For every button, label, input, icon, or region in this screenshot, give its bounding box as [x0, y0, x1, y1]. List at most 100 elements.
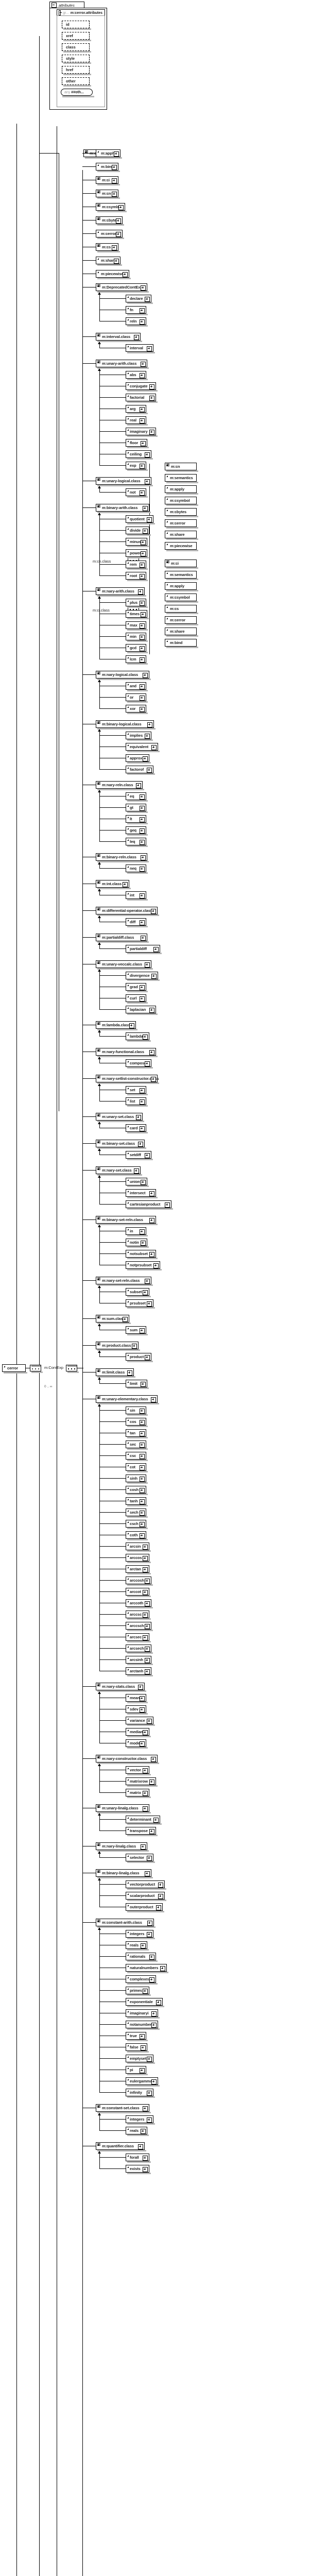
child-element-laplacian[interactable]: laplacian — [126, 1006, 156, 1013]
expand-icon[interactable] — [151, 909, 156, 914]
element-m-binary-linalg-class[interactable]: m:binary-linalg.class — [96, 1869, 152, 1877]
element-m-constant-set-class[interactable]: m:constant-set.class — [96, 2104, 149, 2112]
expand-icon[interactable] — [145, 1647, 150, 1652]
choice2-member-4[interactable]: m:cs — [165, 605, 197, 613]
element-m-binary-logical-class[interactable]: m:binary-logical.class — [96, 720, 154, 728]
expand-icon[interactable] — [140, 319, 145, 325]
expand-icon[interactable] — [151, 1757, 156, 1762]
expand-icon[interactable] — [149, 1050, 154, 1055]
child-element-emptyset[interactable]: emptyset — [126, 2055, 154, 2062]
attribute-id[interactable]: id — [62, 21, 90, 28]
root-element-cerror[interactable]: cerror — [2, 1364, 26, 1372]
child-element-integers[interactable]: integers — [126, 1930, 154, 1938]
choice2-member-7[interactable]: m:bind — [165, 639, 197, 647]
child-element-rationals[interactable]: rationals — [126, 1953, 156, 1960]
child-element-arcsec[interactable]: arcsec — [126, 1633, 149, 1641]
child-element-set[interactable]: set — [126, 1086, 146, 1094]
expand-icon[interactable] — [147, 346, 152, 351]
child-element-imaginaryi[interactable]: imaginaryi — [126, 2009, 158, 2017]
expand-icon[interactable] — [140, 1328, 145, 1333]
expand-icon[interactable] — [112, 178, 117, 183]
expand-icon[interactable] — [145, 1153, 150, 1158]
expand-icon[interactable] — [140, 308, 145, 313]
expand-icon[interactable] — [149, 384, 154, 389]
child-element-neq[interactable]: neq — [126, 865, 146, 872]
expand-icon[interactable] — [131, 1344, 137, 1349]
child-element-scalarproduct[interactable]: scalarproduct — [126, 1892, 165, 1900]
child-element-gcd[interactable]: gcd — [126, 644, 146, 652]
element-m-nary-arith-class[interactable]: m:nary-arith.class — [96, 587, 145, 595]
child-element-eulergamma[interactable]: eulergamma — [126, 2077, 158, 2085]
choice1-member-2[interactable]: m:apply — [165, 485, 197, 493]
expand-icon[interactable] — [145, 734, 150, 739]
expand-icon[interactable] — [142, 1567, 148, 1572]
expand-icon[interactable] — [140, 893, 145, 899]
expand-icon[interactable] — [136, 1115, 142, 1120]
expand-icon[interactable] — [140, 574, 145, 579]
expand-icon[interactable] — [114, 259, 119, 264]
expand-icon[interactable] — [138, 2144, 144, 2149]
expand-icon[interactable] — [140, 418, 145, 423]
expand-icon[interactable] — [140, 1707, 145, 1713]
child-element-matrix[interactable]: matrix — [126, 1789, 149, 1797]
element-m-sum-class[interactable]: m:sum.class — [96, 1315, 130, 1323]
child-element-quotient[interactable]: quotient — [126, 515, 154, 523]
group-collapse-icon[interactable] — [59, 10, 62, 15]
expand-icon[interactable] — [140, 1522, 145, 1527]
element-m-unary-elementary-class[interactable]: m:unary-elementary.class — [96, 1395, 158, 1403]
child-element-or[interactable]: or — [126, 693, 146, 701]
expand-icon[interactable] — [147, 768, 152, 773]
expand-icon[interactable] — [142, 2156, 148, 2161]
expand-icon[interactable] — [112, 165, 117, 170]
expand-icon[interactable] — [142, 1791, 148, 1796]
choice2-member-2[interactable]: m:apply — [165, 582, 197, 590]
expand-icon[interactable] — [153, 1818, 159, 1823]
element-m-unary-linalg-class[interactable]: m:unary-linalg.class — [96, 1804, 149, 1812]
choice2-member-0[interactable]: m:ci — [165, 560, 197, 567]
element-m-unary-veccalc-class[interactable]: m:unary-veccalc.class — [96, 960, 152, 968]
child-element-not[interactable]: not — [126, 488, 146, 496]
expand-icon[interactable] — [140, 1180, 146, 1185]
expand-icon[interactable] — [140, 1229, 145, 1234]
child-element-curl[interactable]: curl — [126, 994, 146, 1002]
child-element-compose[interactable]: compose — [126, 1059, 152, 1067]
child-element-arccsc[interactable]: arccsc — [126, 1611, 149, 1618]
expand-icon[interactable] — [138, 1142, 144, 1147]
expand-icon[interactable] — [140, 2034, 145, 2039]
expand-icon[interactable] — [112, 245, 117, 250]
element-m-nary-reln-class[interactable]: m:nary-reln.class — [96, 781, 143, 789]
element-m-csymbol[interactable]: m:csymbol — [96, 203, 125, 211]
attribute-style[interactable]: style — [62, 55, 90, 62]
child-element-in[interactable]: in — [126, 1227, 146, 1235]
element-m-binary-set-reln-class[interactable]: m:binary-set-reln.class — [96, 1216, 156, 1224]
child-element-csch[interactable]: csch — [126, 1520, 146, 1528]
element-m-nary-set-class[interactable]: m:nary-set.class — [96, 1166, 141, 1174]
child-element-arctan[interactable]: arctan — [126, 1565, 149, 1573]
expand-icon[interactable] — [142, 1989, 148, 1994]
child-element-limit[interactable]: limit — [126, 1380, 147, 1387]
child-element-reals[interactable]: reals — [126, 1941, 147, 1949]
element-m-unary-logical-class[interactable]: m:unary-logical.class — [96, 477, 152, 485]
child-element-cot[interactable]: cot — [126, 1463, 146, 1471]
expand-icon[interactable] — [140, 840, 145, 845]
expand-icon[interactable] — [147, 2057, 152, 2062]
child-element-arccsch[interactable]: arccsch — [126, 1622, 152, 1630]
expand-icon[interactable] — [140, 1741, 145, 1747]
expand-icon[interactable] — [140, 817, 145, 822]
expand-icon[interactable] — [142, 1035, 148, 1040]
expand-icon[interactable] — [140, 794, 145, 800]
child-element-notsubset[interactable]: notsubset — [126, 1250, 156, 1258]
expand-icon[interactable] — [142, 1556, 148, 1561]
child-element-mean[interactable]: mean — [126, 1694, 146, 1702]
expand-icon[interactable] — [147, 1719, 152, 1724]
child-element-forall[interactable]: forall — [126, 2154, 149, 2161]
expand-icon[interactable] — [140, 1465, 145, 1470]
child-element-pi[interactable]: pi — [126, 2066, 146, 2074]
expand-icon[interactable] — [140, 696, 145, 701]
expand-icon[interactable] — [138, 589, 144, 595]
child-element-min[interactable]: min — [126, 633, 146, 640]
child-element-divergence[interactable]: divergence — [126, 972, 158, 979]
element-m-cs[interactable]: m:cs — [96, 243, 118, 251]
expand-icon[interactable] — [140, 936, 146, 941]
child-element-divide[interactable]: divide — [126, 527, 149, 534]
